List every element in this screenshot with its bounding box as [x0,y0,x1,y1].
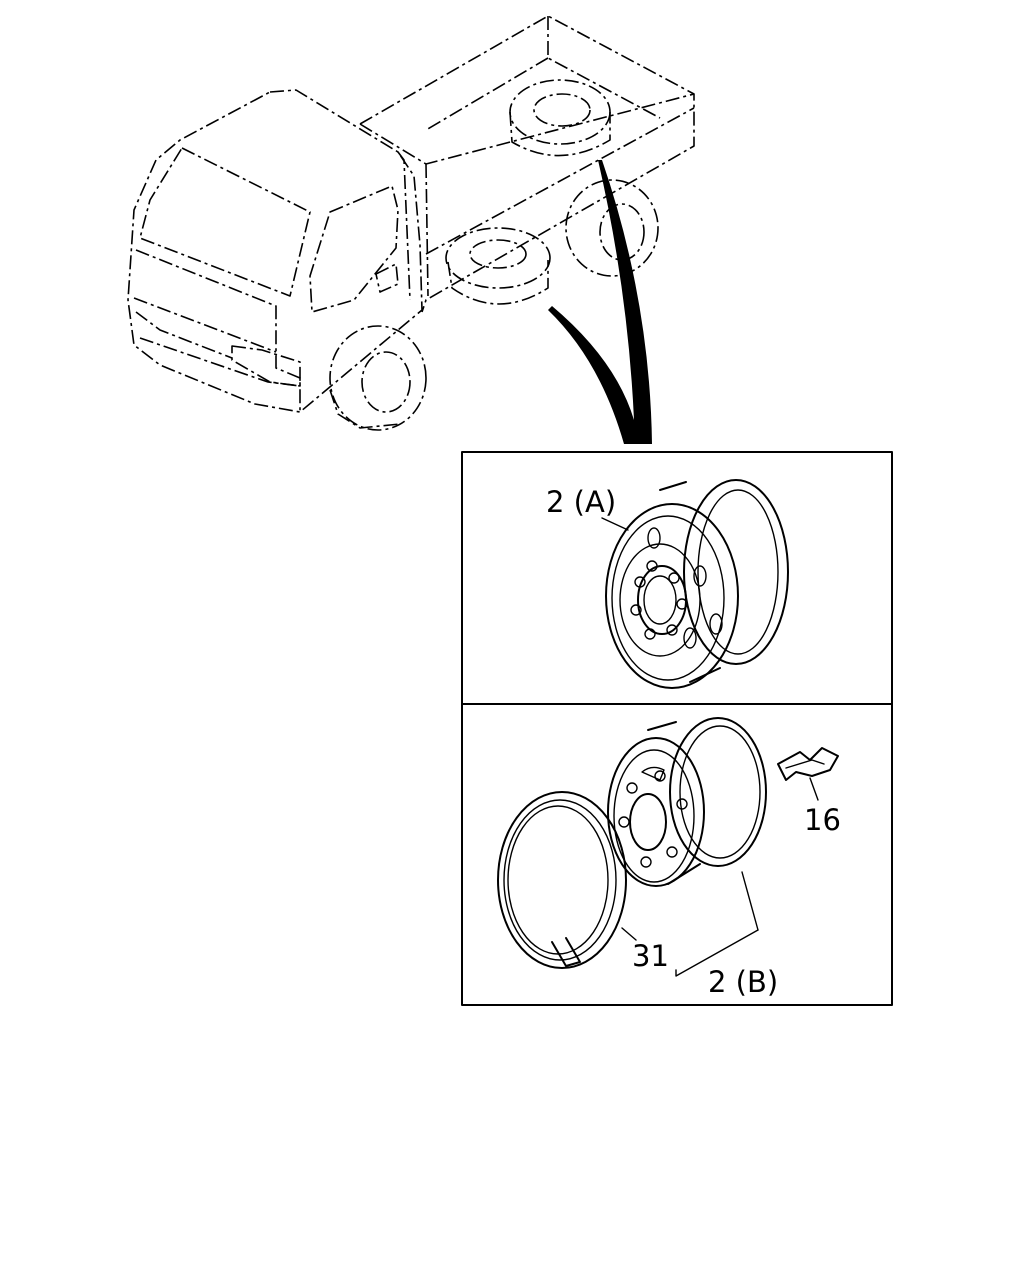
callout-clip: 16 [804,803,841,837]
callout-wheel-b: 2 (B) [708,965,778,999]
wheel-a-illustration: 2 (A) [546,479,789,689]
callout-side-ring: 31 [632,939,669,973]
pointer-arrows [548,160,652,444]
truck-illustration [127,15,695,431]
detail-frame [461,451,893,1006]
wheel-b-illustration: 31 2 (B) 16 [497,717,841,999]
callout-wheel-a: 2 (A) [546,485,616,519]
